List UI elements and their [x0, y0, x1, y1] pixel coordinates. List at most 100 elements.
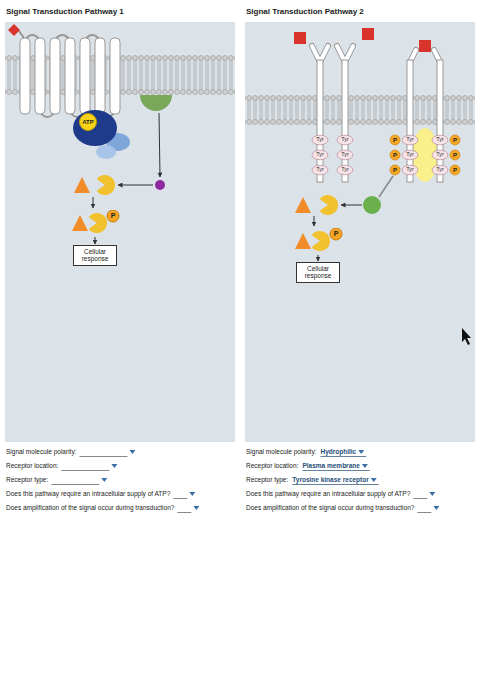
question-text: Receptor type: [6, 476, 48, 484]
target-protein [295, 197, 311, 213]
receptor-loop [25, 35, 115, 117]
enzyme [140, 95, 172, 111]
answer-blank [177, 512, 191, 513]
phosphate-label: P [393, 167, 397, 173]
answer-text: Plasma membrane [302, 462, 359, 470]
tyrosine-residue [432, 165, 448, 175]
dropdown-arrow [362, 464, 368, 468]
phosphate-label: P [453, 167, 457, 173]
target-protein [295, 233, 311, 249]
answer-blank [417, 512, 431, 513]
question-text: Does amplification of the signal occur d… [246, 504, 414, 512]
dropdown-arrow [193, 506, 199, 510]
tyrosine-label: Tyr [341, 152, 349, 158]
tyrosine-residue [312, 165, 328, 175]
tyrosine-label: Tyr [436, 152, 444, 158]
answer-underline [292, 484, 378, 485]
phosphate-label: P [330, 228, 342, 240]
g-protein-coupled-receptor [20, 35, 120, 117]
node-text: Cellular response [300, 265, 336, 280]
phosphate-group [450, 150, 460, 160]
phosphate-group [107, 210, 119, 222]
question-text: Does this pathway require an intracellul… [6, 490, 170, 498]
dropdown-arrow [371, 478, 377, 482]
tyrosine-label: Tyr [316, 137, 324, 143]
arrow [314, 216, 315, 226]
question-text: Receptor location: [6, 462, 58, 470]
dropdown-arrow [129, 450, 135, 454]
tyrosine-residue [337, 135, 353, 145]
relay-protein [363, 196, 381, 214]
phosphate-group [450, 165, 460, 175]
g-protein [73, 110, 117, 146]
protein-kinase [320, 195, 338, 215]
tyrosine-residue [337, 165, 353, 175]
tyrosine-residue [312, 135, 328, 145]
receptor-tyrosine-kinase [312, 46, 443, 182]
response-box: Cellular response [296, 262, 340, 283]
phosphate-group [330, 228, 342, 240]
panel-ground [245, 22, 475, 442]
answer-blank [413, 498, 427, 499]
dropdown-arrow [433, 506, 439, 510]
answer-text: Tyrosine kinase receptor [292, 476, 368, 484]
atp-molecule: ATP [79, 113, 97, 131]
arrow [341, 205, 362, 206]
tyrosine-label: Tyr [341, 137, 349, 143]
answer-text: Hydrophilic [320, 448, 356, 456]
tyrosine-residue [402, 135, 418, 145]
connector-arrow [95, 237, 96, 244]
dropdown-arrow [358, 450, 364, 454]
protein-kinase [312, 231, 330, 251]
target-protein [72, 215, 88, 231]
response-box: Cellular response [73, 245, 117, 266]
answer-blank [173, 498, 187, 499]
receptor-helix [80, 38, 90, 114]
residue-marks [312, 135, 460, 175]
binding-link [379, 176, 393, 197]
mouse-cursor [462, 328, 471, 345]
phosphate-group [450, 135, 460, 145]
receptor-helix [65, 38, 75, 114]
answer-fields [51, 450, 439, 513]
signal-molecule [294, 32, 306, 44]
tyrosine-residue [312, 150, 328, 160]
phosphate-group [390, 150, 400, 160]
receptor-chain [437, 60, 443, 182]
connector-arrow [318, 255, 319, 261]
tyrosine-residue [432, 135, 448, 145]
phosphate-label: P [393, 137, 397, 143]
tyrosine-label: Tyr [436, 137, 444, 143]
tyrosine-label: Tyr [436, 167, 444, 173]
receptor-helix [50, 38, 60, 114]
ligand-stem [19, 31, 24, 38]
pathway-panel: PCellular responseSignal Transduction Pa… [245, 22, 475, 442]
phosphate-group [390, 135, 400, 145]
panel-title: Signal Transduction Pathway 1 [6, 7, 124, 17]
tyrosine-residue [337, 150, 353, 160]
answer-blank [79, 456, 127, 457]
question-text: Signal molecule polarity: [6, 448, 76, 456]
protein-kinase [97, 175, 115, 195]
tyrosine-residue [402, 165, 418, 175]
arrow [159, 113, 160, 177]
tyrosine-label: Tyr [406, 167, 414, 173]
phosphate-label: P [453, 152, 457, 158]
signal-molecule [8, 24, 20, 36]
phosphate-label: P [453, 137, 457, 143]
phosphorylated-protein: P [293, 228, 343, 254]
receptor-helix [95, 38, 105, 114]
pathway-panel: ATPPCellular responseSignal Transduction… [5, 22, 235, 442]
tyrosine-label: Tyr [406, 152, 414, 158]
answer-blank [61, 470, 109, 471]
answer-underline [302, 470, 369, 471]
question-text: Does amplification of the signal occur d… [6, 504, 174, 512]
question-text: Receptor location: [246, 462, 298, 470]
phosphate-group [390, 165, 400, 175]
receptor-chain [317, 60, 323, 182]
receptor-helix [110, 38, 120, 114]
